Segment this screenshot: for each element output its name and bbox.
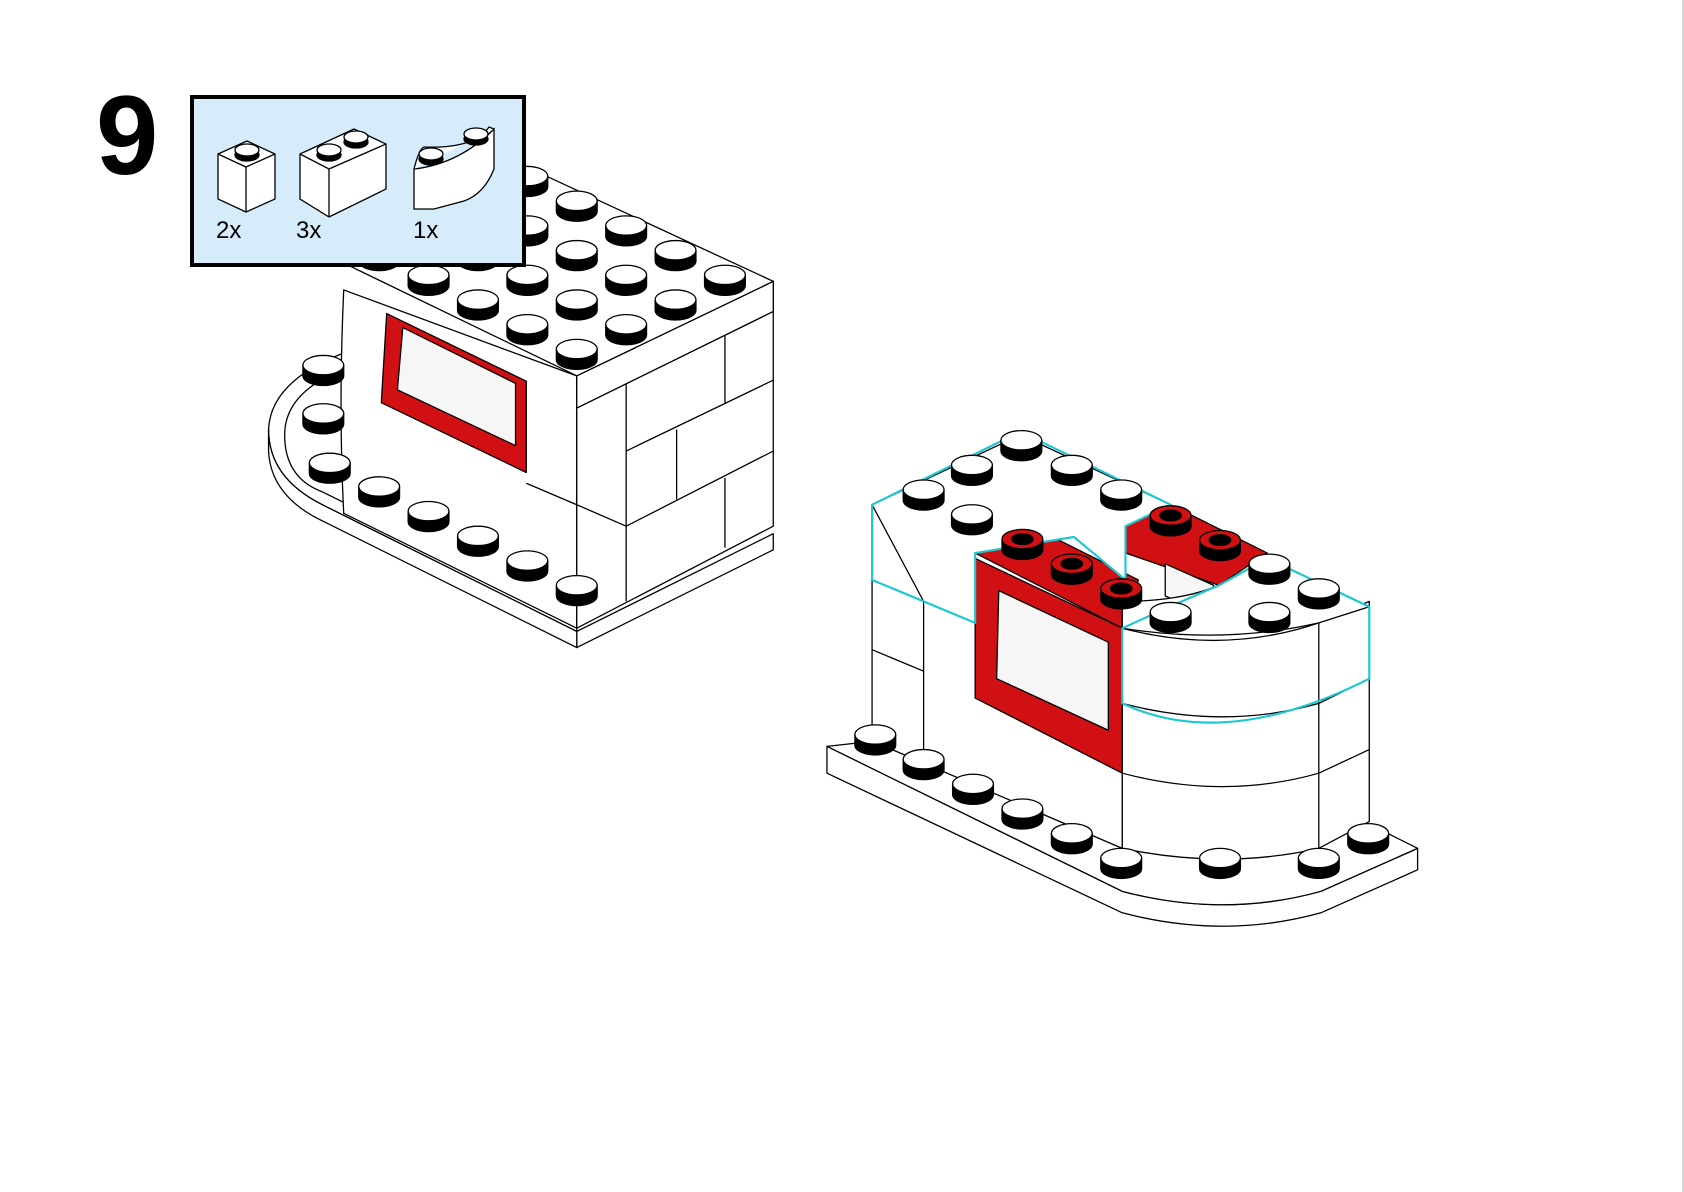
stud — [302, 354, 345, 387]
stud — [1100, 847, 1143, 880]
new-parts-highlight — [870, 430, 1371, 724]
stud — [1149, 601, 1192, 634]
stud — [358, 476, 401, 508]
stud — [407, 500, 450, 533]
stud — [555, 574, 598, 607]
stud — [854, 724, 897, 756]
stud — [1149, 505, 1192, 537]
stud — [902, 479, 945, 511]
stud — [1297, 847, 1340, 880]
part-count: 2x — [216, 217, 242, 244]
stud — [1248, 553, 1291, 585]
stud — [1198, 529, 1242, 562]
stud — [1050, 823, 1093, 855]
stud — [1248, 601, 1291, 634]
stud — [555, 190, 598, 222]
page-edge — [1682, 0, 1684, 1192]
stud — [456, 289, 500, 321]
stud — [302, 403, 345, 435]
stud — [1001, 528, 1044, 561]
stud — [654, 289, 697, 321]
stud — [605, 314, 648, 346]
stud — [1198, 847, 1242, 880]
stud — [1050, 454, 1093, 487]
stud — [1000, 429, 1043, 462]
parts-icons — [217, 126, 495, 218]
stud — [456, 525, 500, 557]
part-count: 3x — [296, 217, 322, 244]
stud — [506, 314, 549, 346]
stud — [506, 550, 549, 582]
stud — [555, 239, 598, 272]
stud — [555, 338, 598, 371]
stud — [951, 773, 995, 805]
curved-wall — [1121, 600, 1370, 860]
stud — [1001, 798, 1044, 830]
stud — [950, 454, 993, 487]
stud — [1347, 823, 1390, 855]
stud — [1297, 578, 1340, 610]
brick-1x2-icon — [299, 128, 387, 218]
stud — [555, 289, 598, 321]
right-studs — [854, 429, 1390, 880]
step-number: 9 — [96, 73, 159, 198]
stud — [308, 452, 351, 484]
stud — [1050, 553, 1093, 585]
stud — [950, 504, 993, 536]
stud — [407, 264, 450, 296]
stud — [1100, 578, 1143, 610]
stud — [703, 264, 746, 296]
stud — [902, 748, 945, 781]
parts-list-callout: 2x 3x 1x — [190, 95, 526, 267]
part-count: 1x — [413, 217, 439, 244]
round-corner-brick-icon — [413, 126, 495, 210]
stud — [506, 264, 549, 296]
stud — [605, 215, 648, 247]
brick-1x1-icon — [217, 140, 276, 213]
stud — [654, 239, 697, 272]
stud — [605, 264, 648, 296]
stud — [1100, 479, 1143, 511]
